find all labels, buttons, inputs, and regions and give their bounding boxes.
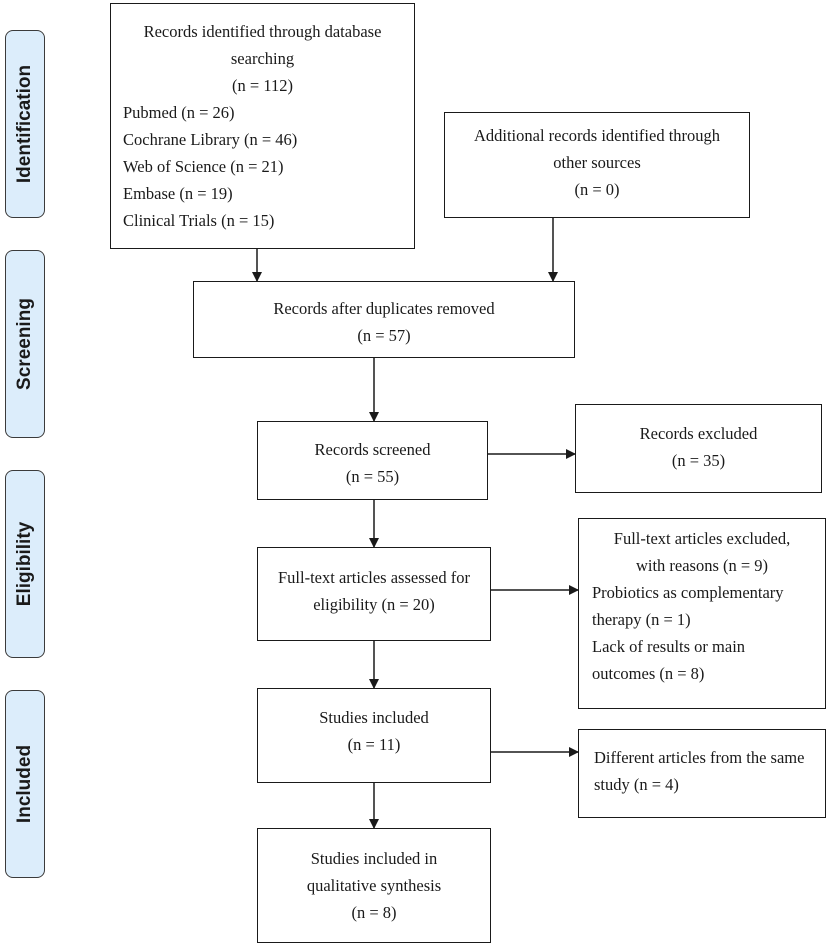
qualitative-synthesis-box: Studies included in qualitative synthesi… xyxy=(257,828,491,943)
additional-records-line-2: other sources xyxy=(553,153,641,172)
exclusion-reason-2b: outcomes (n = 8) xyxy=(592,664,705,683)
qualitative-line-2: qualitative synthesis xyxy=(306,876,442,895)
records-screened-title: Records screened xyxy=(314,440,431,459)
different-articles-line-1: Different articles from the same xyxy=(594,748,805,767)
studies-included-box: Studies included (n = 11) xyxy=(257,688,491,783)
source-web-of-science: Web of Science (n = 21) xyxy=(123,157,284,176)
database-search-count: (n = 112) xyxy=(232,76,293,95)
records-screened-count: (n = 55) xyxy=(345,467,400,486)
fulltext-excluded-box: Full-text articles excluded, with reason… xyxy=(578,518,826,709)
after-duplicates-count: (n = 57) xyxy=(357,326,411,345)
database-search-box: Records identified through database sear… xyxy=(110,3,415,249)
additional-records-count: (n = 0) xyxy=(574,180,620,199)
fulltext-excluded-title-1: Full-text articles excluded, xyxy=(613,529,791,548)
source-pubmed: Pubmed (n = 26) xyxy=(123,103,235,122)
studies-included-count: (n = 11) xyxy=(347,735,401,754)
studies-included-title: Studies included xyxy=(319,708,429,727)
fulltext-excluded-title-2: with reasons (n = 9) xyxy=(635,556,769,575)
source-embase: Embase (n = 19) xyxy=(123,184,233,203)
phase-eligibility: Eligibility xyxy=(5,470,45,658)
fulltext-assessed-line-1: Full-text articles assessed for xyxy=(278,568,470,587)
phase-included: Included xyxy=(5,690,45,878)
source-cochrane: Cochrane Library (n = 46) xyxy=(123,130,298,149)
exclusion-reason-2a: Lack of results or main xyxy=(592,637,746,656)
records-excluded-box: Records excluded (n = 35) xyxy=(575,404,822,493)
different-articles-box: Different articles from the same study (… xyxy=(578,729,826,818)
different-articles-line-2: study (n = 4) xyxy=(594,775,679,794)
fulltext-assessed-box: Full-text articles assessed for eligibil… xyxy=(257,547,491,641)
phase-screening: Screening xyxy=(5,250,45,438)
additional-records-box: Additional records identified through ot… xyxy=(444,112,750,218)
database-search-title-2: searching xyxy=(230,49,295,68)
records-excluded-title: Records excluded xyxy=(639,424,758,443)
qualitative-count: (n = 8) xyxy=(351,903,397,922)
source-clinical-trials: Clinical Trials (n = 15) xyxy=(123,211,275,230)
exclusion-reason-1b: therapy (n = 1) xyxy=(592,610,691,629)
qualitative-line-1: Studies included in xyxy=(310,849,438,868)
database-search-title-1: Records identified through database xyxy=(143,22,382,41)
records-screened-box: Records screened (n = 55) xyxy=(257,421,488,500)
additional-records-line-1: Additional records identified through xyxy=(473,126,721,145)
records-excluded-count: (n = 35) xyxy=(671,451,726,470)
after-duplicates-box: Records after duplicates removed (n = 57… xyxy=(193,281,575,358)
after-duplicates-title: Records after duplicates removed xyxy=(273,299,495,318)
exclusion-reason-1a: Probiotics as complementary xyxy=(592,583,784,602)
fulltext-assessed-line-2: eligibility (n = 20) xyxy=(313,595,435,614)
phase-identification: Identification xyxy=(5,30,45,218)
